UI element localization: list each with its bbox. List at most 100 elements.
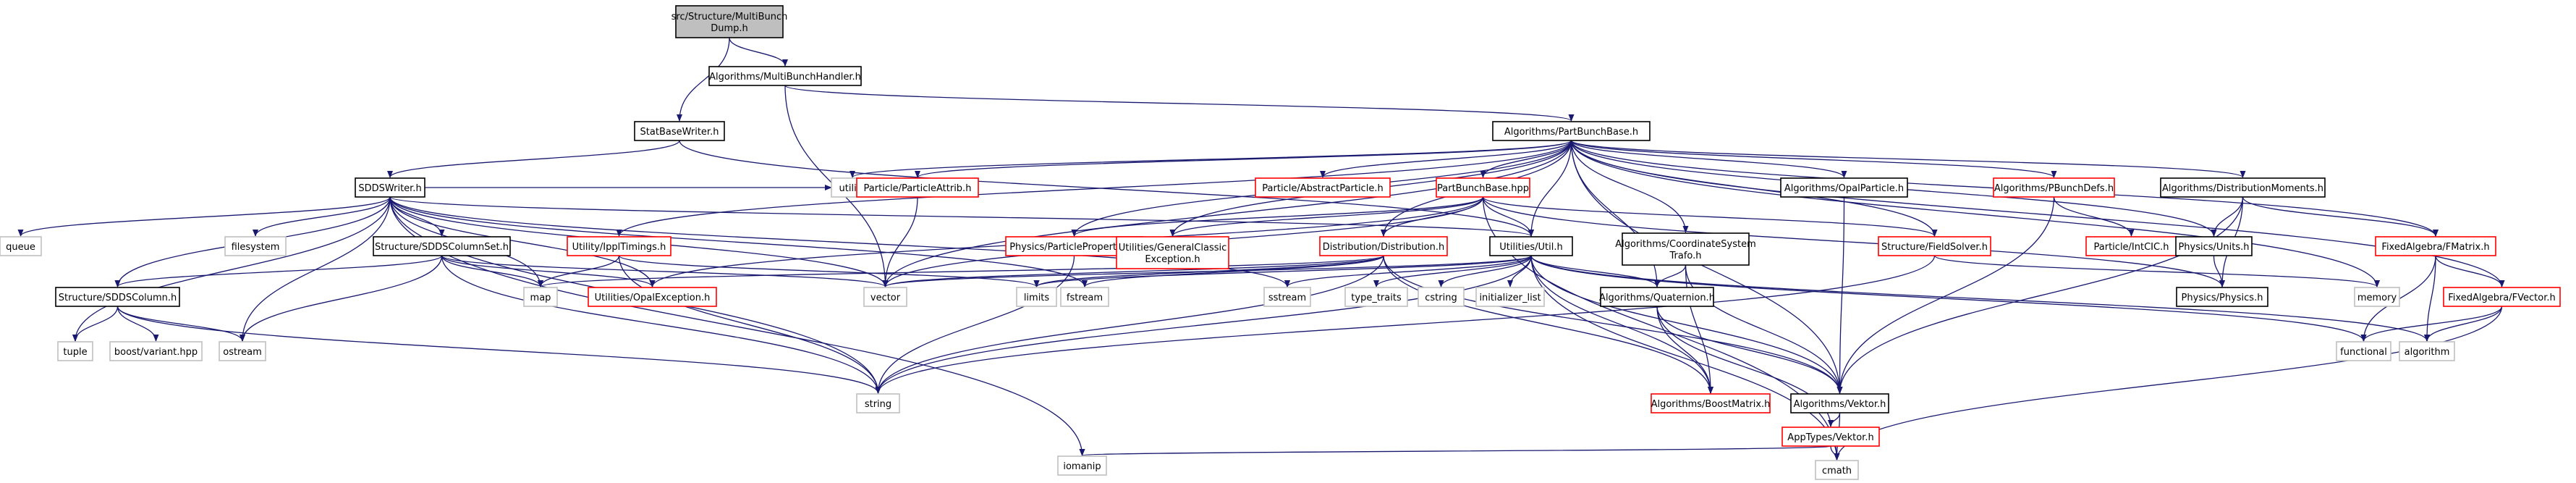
node-box xyxy=(1622,232,1750,266)
node-box xyxy=(1815,460,1859,480)
node-fvector[interactable]: FixedAlgebra/FVector.h xyxy=(2443,287,2561,307)
edge-distmom-to-vektor xyxy=(1836,196,2244,394)
edge-path xyxy=(116,306,159,342)
node-type_traits: type_traits xyxy=(1344,287,1408,307)
node-pbbhpp[interactable]: PartBunchBase.hpp xyxy=(1436,177,1530,198)
edge-path xyxy=(1169,196,1484,237)
node-sbw[interactable]: StatBaseWriter.h xyxy=(634,121,725,141)
node-box xyxy=(373,236,511,256)
edge-path xyxy=(875,255,1384,394)
edge-path xyxy=(114,255,443,287)
edge-path xyxy=(882,196,918,287)
node-label: Physics/Physics.h xyxy=(2182,293,2263,303)
edge-util-to-cmath xyxy=(1530,255,1840,461)
edge-path xyxy=(1482,196,1534,237)
edge-path xyxy=(387,140,680,178)
edge-path xyxy=(72,306,119,342)
edge-path xyxy=(441,255,881,394)
edge-sdds-to-iomanip xyxy=(389,196,1085,456)
node-boostmat[interactable]: Algorithms/BoostMatrix.h xyxy=(1651,393,1771,413)
edge-path xyxy=(1320,140,1572,178)
node-pbb[interactable]: Algorithms/PartBunchBase.h xyxy=(1492,121,1651,141)
node-label: SDDSWriter.h xyxy=(358,183,421,194)
node-ippl[interactable]: Utility/IpplTimings.h xyxy=(567,236,671,256)
node-initlist: initializer_list xyxy=(1475,287,1545,307)
node-abspart[interactable]: Particle/AbstractParticle.h xyxy=(1255,177,1391,198)
edge-sddscol-to-tuple xyxy=(72,306,119,342)
edge-sbw-to-util xyxy=(679,140,1534,237)
node-label: Dump.h xyxy=(711,23,748,34)
edge-path xyxy=(1570,140,1689,233)
edge-opalpart-to-vektor xyxy=(1836,196,1845,394)
node-sdds[interactable]: SDDSWriter.h xyxy=(355,177,425,198)
node-opalexc[interactable]: Utilities/OpalException.h xyxy=(588,287,717,307)
edge-ippl-to-string xyxy=(618,255,881,394)
node-physics[interactable]: Physics/Physics.h xyxy=(2176,287,2268,307)
node-vektor[interactable]: Algorithms/Vektor.h xyxy=(1790,393,1889,413)
edge-vektor-to-appvektor xyxy=(1828,412,1841,427)
node-fieldsolver[interactable]: Structure/FieldSolver.h xyxy=(1878,236,1991,256)
node-util[interactable]: Utilities/Util.h xyxy=(1489,236,1573,256)
edge-quat-to-boostmat xyxy=(1656,306,1713,394)
node-opalpart[interactable]: Algorithms/OpalParticle.h xyxy=(1780,177,1908,198)
node-label: Algorithms/BoostMatrix.h xyxy=(1651,399,1771,410)
edge-pattrib-to-vector xyxy=(882,196,918,287)
node-distmom[interactable]: Algorithms/DistributionMoments.h xyxy=(2160,177,2326,198)
node-sddscolset[interactable]: Structure/SDDSColumnSet.h xyxy=(373,236,511,256)
edge-physprop-to-string xyxy=(875,255,1075,394)
edge-path xyxy=(1836,196,1845,394)
node-string: string xyxy=(856,393,900,413)
node-box xyxy=(2375,236,2496,256)
node-cstring: cstring xyxy=(1418,287,1465,307)
node-mbh[interactable]: Algorithms/MultiBunchHandler.h xyxy=(708,66,862,86)
node-label: memory xyxy=(2357,293,2397,303)
node-box xyxy=(1057,455,1107,476)
edge-path xyxy=(72,196,391,342)
node-units[interactable]: Physics/Units.h xyxy=(2175,236,2253,256)
edge-pbbhpp-to-util xyxy=(1482,196,1534,237)
node-appvektor[interactable]: AppTypes/Vektor.h xyxy=(1781,427,1880,447)
edge-path xyxy=(441,255,889,287)
edge-path xyxy=(784,85,1575,122)
edge-fvector-to-algorithm xyxy=(2424,306,2503,342)
edge-path xyxy=(1656,306,1843,394)
edge-pbb-to-ippl xyxy=(616,140,1572,237)
edge-pbb-to-util xyxy=(1528,140,1572,237)
edge-sbw-to-sdds xyxy=(387,140,680,178)
edge-path xyxy=(1284,255,1532,287)
edge-pbunchdefs-to-intcic xyxy=(2053,196,2135,237)
edge-ippl-to-map xyxy=(538,255,620,287)
node-pattrib[interactable]: Particle/ParticleAttrib.h xyxy=(856,177,979,198)
edge-util-to-boostmat xyxy=(1530,255,1713,394)
edge-appvektor-to-iomanip xyxy=(1080,445,1831,456)
edge-sdds-to-util xyxy=(389,196,1534,237)
edge-fieldsolver-to-memory xyxy=(1933,255,2380,287)
node-box xyxy=(1016,287,1057,307)
edge-path xyxy=(1828,412,1841,427)
node-sddscol[interactable]: Structure/SDDSColumn.h xyxy=(55,287,180,307)
node-label: FixedAlgebra/FMatrix.h xyxy=(2381,242,2489,253)
edge-pbb-to-pbbhpp xyxy=(1480,140,1572,178)
node-dist[interactable]: Distribution/Distribution.h xyxy=(1319,236,1448,256)
edge-path xyxy=(2424,306,2503,342)
edge-util-to-algorithm xyxy=(1530,255,2430,342)
node-quat[interactable]: Algorithms/Quaternion.h xyxy=(1599,287,1715,307)
node-limits: limits xyxy=(1016,287,1057,307)
node-pbunchdefs[interactable]: Algorithms/PBunchDefs.h xyxy=(1993,177,2115,198)
node-intcic[interactable]: Particle/IntCIC.h xyxy=(2085,236,2177,256)
edge-sddscolset-to-ostream xyxy=(240,255,443,342)
edge-path xyxy=(1654,264,1687,287)
edge-pbb-to-pbunchdefs xyxy=(1570,140,2057,178)
edge-path xyxy=(1530,255,2367,342)
node-fmatrix[interactable]: FixedAlgebra/FMatrix.h xyxy=(2375,236,2496,256)
node-label: Distribution/Distribution.h xyxy=(1323,242,1444,253)
edge-path xyxy=(1836,196,2244,394)
edge-path xyxy=(1570,140,1847,178)
node-box xyxy=(57,341,93,361)
edge-path xyxy=(538,255,620,287)
edge-path xyxy=(1570,140,2057,178)
edge-fieldsolver-to-string xyxy=(875,255,1936,394)
